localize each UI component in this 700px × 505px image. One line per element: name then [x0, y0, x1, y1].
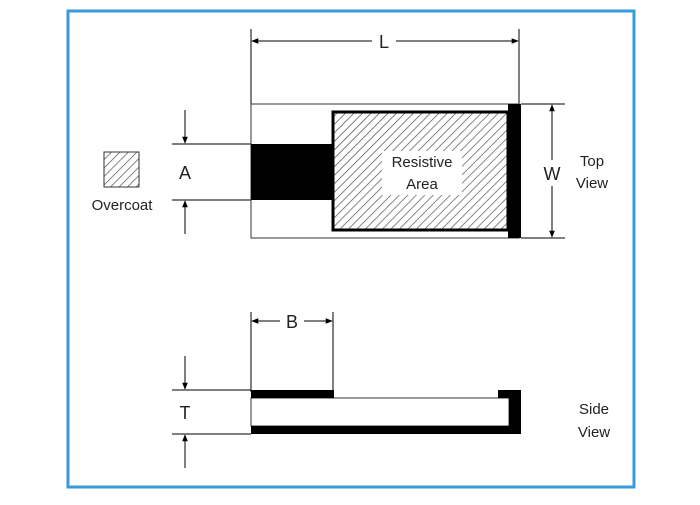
- dimension-w-label: W: [544, 164, 561, 184]
- side-view-bottom-termination: [251, 426, 521, 434]
- side-view-top-termination: [251, 390, 334, 398]
- dimension-a-label: A: [179, 163, 191, 183]
- top-view-label-line1: Top: [580, 153, 604, 170]
- side-view-label-line1: Side: [579, 401, 609, 418]
- overcoat-label: Overcoat: [92, 197, 154, 214]
- dimension-l-label: L: [379, 32, 389, 52]
- dimension-t-label: T: [180, 403, 191, 423]
- top-view-label-line2: View: [576, 175, 608, 192]
- side-view: B T Side View: [172, 312, 610, 468]
- side-view-label-line2: View: [578, 424, 610, 441]
- overcoat-legend: Overcoat: [92, 151, 154, 214]
- side-view-substrate: [250, 397, 510, 427]
- resistive-area-label-line2: Area: [406, 176, 438, 193]
- top-view: L Resistive Area W A Top View: [172, 29, 608, 239]
- resistive-area-label-bg: [382, 151, 462, 195]
- top-view-termination-pad: [251, 144, 335, 200]
- resistive-area-label-line1: Resistive: [392, 154, 453, 171]
- top-view-end-termination: [508, 104, 521, 238]
- dimension-b-label: B: [286, 312, 298, 332]
- side-view-end-termination: [509, 390, 521, 434]
- hatched-square-icon: [103, 151, 140, 188]
